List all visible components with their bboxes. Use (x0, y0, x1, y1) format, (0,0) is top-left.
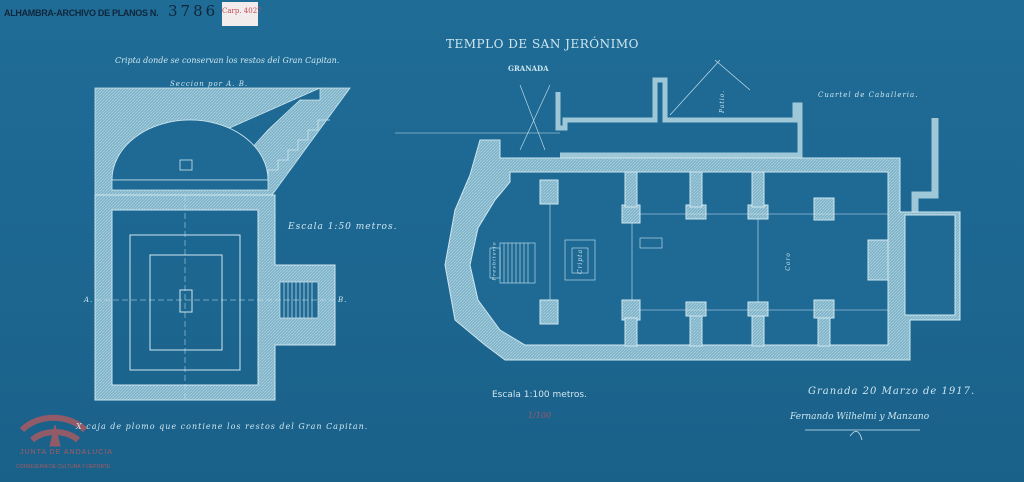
temple-scale-label: Escala 1:100 metros. (492, 390, 587, 400)
archive-number: 3786 (168, 2, 219, 20)
crypt-title: Cripta donde se conservan los restos del… (115, 56, 340, 65)
crypt-plan-label: Cripta (577, 248, 585, 275)
logo-name: JUNTA DE ANDALUCIA (20, 449, 113, 456)
date-line: Granada 20 Marzo de 1917. (808, 386, 976, 397)
choir-label: Coro (784, 252, 792, 271)
archive-stamp: Carp. 4027 (222, 2, 262, 26)
signature: Fernando Wilhelmi y Manzano (790, 412, 930, 422)
archive-label: ALHAMBRA-ARCHIVO DE PLANOS N. (4, 8, 159, 18)
axis-b-label: B. (338, 296, 348, 304)
crypt-plan-view (94, 194, 336, 401)
temple-city: GRANADA (508, 64, 549, 73)
scale-note: 1/100 (528, 411, 552, 420)
barracks-label: Cuartel de Caballeria. (818, 91, 919, 99)
patio-label: Patio. (719, 89, 727, 113)
presbytery-label: Presbiterio (491, 241, 498, 281)
crypt-section-view (94, 87, 351, 196)
logo-subtitle: CONSEJERÍA DE CULTURA Y DEPORTE (16, 464, 111, 470)
crypt-caption: X caja de plomo que contiene los restos … (76, 422, 369, 431)
signature-underline (805, 429, 920, 441)
crypt-scale-label: Escala 1:50 metros. (288, 222, 398, 232)
axis-a-label: A. (84, 296, 94, 304)
temple-title: TEMPLO DE SAN JERÓNIMO (446, 37, 639, 51)
temple-floor-plan (395, 59, 961, 361)
junta-andalucia-logo (19, 414, 88, 447)
crypt-section-label: Seccion por A. B. (170, 80, 249, 88)
